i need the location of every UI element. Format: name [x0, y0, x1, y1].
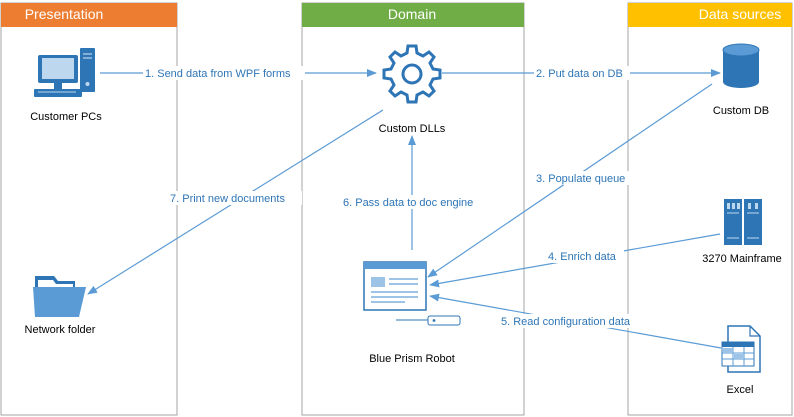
- node-customer-pcs: Customer PCs: [30, 48, 102, 123]
- edge-4-label: 4. Enrich data: [548, 251, 617, 263]
- edge-3-label-bg: [534, 171, 636, 185]
- edge-4-label-bg: [546, 249, 624, 263]
- node-network-folder: Network folder: [25, 276, 96, 336]
- edge-5-label: 5. Read configuration data: [501, 316, 631, 328]
- edge-2-label-bg: [534, 66, 630, 80]
- database-icon: [722, 43, 760, 88]
- folder-icon: [33, 276, 86, 317]
- node-network-folder-label: Network folder: [25, 324, 96, 336]
- node-robot: Blue Prism Robot: [363, 261, 461, 365]
- lane-domain: Domain: [301, 2, 525, 416]
- lane-data-sources: Data sources: [627, 2, 793, 416]
- lane-data-sources-border: [627, 2, 793, 416]
- lane-presentation: Presentation: [0, 2, 178, 416]
- edge-1-label-bg: [143, 66, 305, 80]
- edge-7-label: 7. Print new documents: [170, 193, 285, 205]
- node-excel: Excel: [721, 325, 761, 396]
- edge-7-label-bg: [168, 191, 302, 205]
- lane-domain-header: [302, 3, 524, 27]
- edge-6-label-bg: [341, 195, 487, 209]
- lane-presentation-header: [1, 3, 177, 27]
- edge-6-label: 6. Pass data to doc engine: [343, 197, 473, 209]
- edge-1-label: 1. Send data from WPF forms: [145, 68, 291, 80]
- node-mainframe: 3270 Mainframe: [702, 199, 782, 265]
- node-custom-dlls: Custom DLLs: [379, 44, 446, 135]
- node-customer-pcs-label: Customer PCs: [30, 111, 102, 123]
- gear-icon: [382, 44, 442, 104]
- edge-3-label: 3. Populate queue: [536, 173, 625, 185]
- node-custom-db-label: Custom DB: [713, 105, 769, 117]
- edge-labels: 1. Send data from WPF forms 2. Put data …: [143, 66, 645, 328]
- excel-file-icon: [721, 325, 761, 373]
- node-mainframe-label: 3270 Mainframe: [702, 253, 782, 265]
- edge-5-label-bg: [499, 314, 645, 328]
- lane-domain-title: Domain: [388, 6, 436, 22]
- edge-2-label: 2. Put data on DB: [536, 68, 623, 80]
- desktop-computer-icon: [34, 48, 95, 97]
- lane-data-sources-header: [628, 3, 792, 27]
- node-custom-dlls-label: Custom DLLs: [379, 123, 446, 135]
- lane-presentation-title: Presentation: [25, 6, 104, 22]
- node-excel-label: Excel: [727, 384, 754, 396]
- lane-data-sources-title: Data sources: [699, 6, 781, 22]
- server-icon: [724, 199, 762, 245]
- node-custom-db: Custom DB: [713, 43, 769, 117]
- node-robot-label: Blue Prism Robot: [369, 353, 455, 365]
- robot-window-icon: [363, 261, 461, 326]
